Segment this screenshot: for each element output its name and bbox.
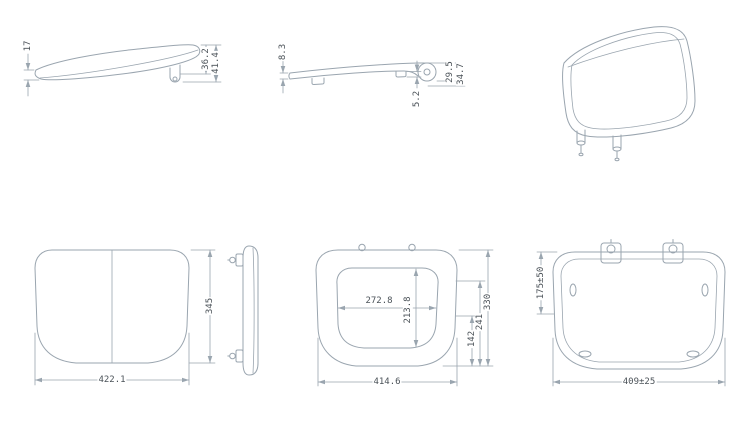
- underside-drawing: [536, 239, 726, 387]
- dim-inner-depth: 213.8: [402, 295, 414, 325]
- part-outline: [288, 62, 437, 85]
- part-outline: [552, 251, 726, 370]
- dim-seat-width: 414.6: [372, 376, 402, 388]
- dimension-lines: [23, 44, 222, 97]
- dim-inner-width: 272.8: [364, 295, 394, 307]
- dim-lip-thickness: 17: [22, 39, 34, 53]
- dim-hinge-offset: 175±50: [535, 265, 547, 301]
- dim-underside-width: 409±25: [621, 376, 657, 388]
- lid-plan-drawing: [34, 249, 216, 386]
- view-seat-plan: 272.8 213.8 142 241 330 414.6: [306, 238, 501, 396]
- bumpers: [569, 283, 709, 358]
- dimension-lines: [34, 249, 216, 386]
- perspective-drawing: [562, 26, 696, 162]
- part-outline: [242, 245, 259, 376]
- view-edge: [227, 240, 273, 390]
- hinge-pins: [227, 253, 244, 363]
- dim-offset-b: 241: [474, 312, 486, 332]
- dim-lid-depth: 345: [204, 296, 216, 316]
- dim-side-total-height: 34.7: [455, 62, 467, 86]
- dim-seat-height: 36.2: [200, 47, 212, 71]
- hinge-pin-right: [408, 243, 416, 252]
- view-perspective: [528, 5, 723, 170]
- hinge-pin-left: [358, 243, 366, 252]
- dim-lid-width: 422.1: [97, 374, 127, 386]
- part-outline: [34, 249, 190, 364]
- edge-view-drawing: [227, 245, 259, 376]
- view-side-profile: 8.3 5.2 29.5 34.7: [277, 28, 473, 123]
- part-outline: [562, 26, 696, 138]
- dim-hinge-height: 29.5: [444, 60, 456, 84]
- dimension-lines: [279, 58, 466, 94]
- hinge-pins: [576, 129, 622, 162]
- dim-bumper-height: 5.2: [411, 89, 423, 109]
- seat-plan-drawing: [315, 243, 494, 387]
- dim-total-height: 41.4: [210, 51, 222, 75]
- dim-front-edge: 8.3: [277, 42, 289, 62]
- dim-offset-a: 142: [466, 329, 478, 349]
- side-profile-drawing: [279, 58, 466, 94]
- part-outline: [315, 243, 458, 367]
- view-underside: 175±50 409±25: [533, 238, 743, 396]
- dim-outer-depth: 330: [482, 292, 494, 312]
- part-outline: [34, 44, 201, 83]
- view-lid-plan: 345 422.1: [22, 238, 222, 393]
- front-elevation-drawing: [23, 44, 222, 97]
- hinge-fittings: [600, 239, 684, 264]
- view-front-elevation: 17 36.2 41.4: [20, 8, 230, 113]
